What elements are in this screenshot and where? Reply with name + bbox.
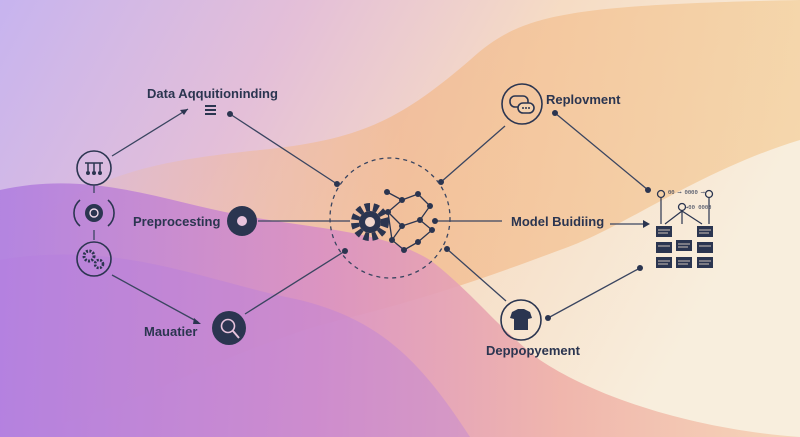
data-acquisition-node: Data Aqquitioninding [147, 86, 278, 115]
preprocessing-node: Preprocesting [133, 206, 257, 236]
connector-dot [545, 315, 551, 321]
connector-line [446, 248, 507, 302]
connector-line [244, 250, 346, 315]
data-acquisition-label: Data Aqquitioninding [147, 86, 278, 101]
disc-icon-hole [237, 216, 247, 226]
mautatier-node: Mauatier [144, 311, 246, 345]
replovment-icon-ring [501, 83, 543, 125]
connector-dot [334, 181, 340, 187]
arrowhead [193, 318, 201, 324]
model-building-label: Model Buidiing [511, 214, 604, 229]
connector-line [111, 274, 199, 323]
preprocessing-label: Preprocesting [133, 214, 220, 229]
list-icon [205, 105, 216, 115]
connector-dot [637, 265, 643, 271]
data-block-lines [658, 229, 711, 265]
hub-dashed-ring [329, 157, 451, 279]
connector-line [111, 108, 189, 157]
arrowhead [180, 109, 188, 115]
model-architecture-icon: 00 ⟶ 0000 ⟶ →00 0000 [656, 189, 714, 268]
connector-line [547, 267, 641, 319]
magnifier-icon [220, 318, 236, 334]
neural-network-icon [386, 191, 434, 251]
connector-line [554, 112, 649, 191]
connector-dot [342, 248, 348, 254]
connector-dot [438, 179, 444, 185]
chat-bubbles-icon [509, 95, 535, 114]
gear-icon [351, 203, 389, 241]
data-block-grid [656, 226, 713, 268]
connector-line [229, 113, 338, 185]
flow-chart-icon [85, 162, 103, 175]
deployment-label: Deppopyement [486, 343, 581, 358]
replovment-label: Replovment [546, 92, 621, 107]
connector-dot [227, 111, 233, 117]
code-line-2: →00 0000 [685, 205, 712, 211]
shirt-icon [510, 309, 532, 330]
workflow-icon-group [73, 150, 115, 277]
ml-hub [329, 157, 451, 279]
analysis-icon [212, 311, 246, 345]
mautatier-label: Mauatier [144, 324, 197, 339]
gears-icon-ring [76, 241, 112, 277]
code-line-1: 00 ⟶ 0000 ⟶ [668, 190, 705, 196]
connectors [111, 108, 651, 324]
arrowhead [643, 220, 650, 228]
connector-line [440, 125, 506, 183]
connector-dot [432, 218, 438, 224]
deployment-node: Deppopyement [486, 299, 581, 358]
connector-dot [645, 187, 651, 193]
model-building-node: Model Buidiing [511, 214, 604, 229]
cycle-icon [73, 199, 115, 227]
neural-nodes [384, 189, 435, 253]
deployment-icon-ring [500, 299, 542, 341]
connector-dot [552, 110, 558, 116]
replovment-node: Replovment [501, 83, 621, 125]
connector-dot [444, 246, 450, 252]
gears-icon [82, 249, 105, 270]
